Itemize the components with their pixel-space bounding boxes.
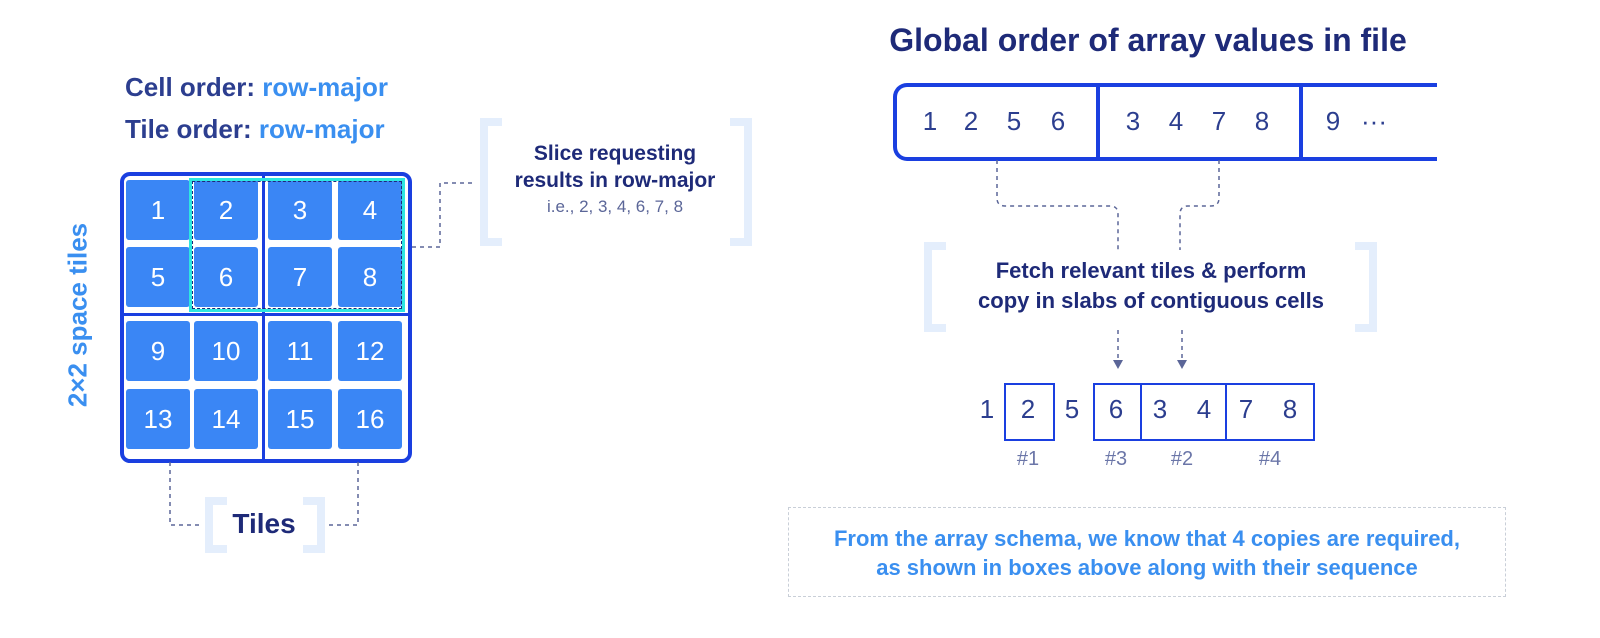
grid-cell: 4 xyxy=(338,180,402,240)
copy-value: 2 xyxy=(1020,394,1036,424)
fetch-note: Fetch relevant tiles & perform copy in s… xyxy=(940,256,1362,316)
copy-value: 1 xyxy=(979,394,995,424)
fetch-note-line2: copy in slabs of contiguous cells xyxy=(978,288,1324,313)
grid-cell: 7 xyxy=(268,247,332,307)
copy-sequence-label: #3 xyxy=(1104,448,1128,470)
fetch-bracket-right xyxy=(1355,242,1377,332)
stream-value: 9 xyxy=(1325,106,1341,136)
grid-cell: 14 xyxy=(194,389,258,449)
stream-connector-right xyxy=(1179,160,1220,250)
grid-cell: 16 xyxy=(338,389,402,449)
tiles-bracket-right xyxy=(303,497,325,553)
stream-divider-1 xyxy=(1096,87,1100,157)
copy-value: 7 xyxy=(1238,394,1254,424)
footer-note-line1: From the array schema, we know that 4 co… xyxy=(833,526,1460,551)
grid-cell: 2 xyxy=(194,180,258,240)
tile-order-label: Tile order: xyxy=(125,114,252,144)
grid-cell: 3 xyxy=(268,180,332,240)
stream-value: 7 xyxy=(1211,106,1227,136)
grid-cell: 10 xyxy=(194,321,258,381)
copy-sequence-label: #1 xyxy=(1016,448,1040,470)
stream-value: ··· xyxy=(1361,106,1387,136)
slice-note-line2: results in row-major xyxy=(514,169,716,192)
tile-order-value: row-major xyxy=(258,114,385,144)
slice-highlight-inner xyxy=(192,181,402,309)
grid-cell: 9 xyxy=(126,321,190,381)
stream-connector-left xyxy=(996,160,1119,250)
stream-value: 1 xyxy=(922,106,938,136)
copy-value: 6 xyxy=(1108,394,1124,424)
grid-cell: 6 xyxy=(194,247,258,307)
fetch-note-line1: Fetch relevant tiles & perform xyxy=(995,258,1307,283)
tiles-bracket-left xyxy=(205,497,227,553)
grid-cell: 1 xyxy=(126,180,190,240)
stream-value: 4 xyxy=(1168,106,1184,136)
tiles-connector-right xyxy=(327,462,359,526)
space-tiles-label: 2×2 space tiles xyxy=(62,222,93,408)
grid-cell: 13 xyxy=(126,389,190,449)
footer-note-box xyxy=(788,507,1506,597)
copy-sequence-label: #4 xyxy=(1258,448,1282,470)
grid-cell: 5 xyxy=(126,247,190,307)
copy-box-4 xyxy=(1225,383,1315,441)
cell-order-label: Cell order: xyxy=(125,72,256,102)
copy-value: 4 xyxy=(1196,394,1212,424)
tile-divider-horizontal xyxy=(124,313,408,316)
slice-note-line1: Slice requesting xyxy=(533,142,697,165)
stream-value: 2 xyxy=(963,106,979,136)
footer-note: From the array schema, we know that 4 co… xyxy=(788,524,1506,582)
file-stream xyxy=(893,83,1437,161)
stream-value: 6 xyxy=(1050,106,1066,136)
stream-divider-2 xyxy=(1299,87,1303,157)
stream-value: 3 xyxy=(1125,106,1141,136)
slice-highlight xyxy=(189,178,405,312)
copy-arrow-left-head xyxy=(1113,360,1123,369)
grid-cell: 15 xyxy=(268,389,332,449)
stream-value: 5 xyxy=(1006,106,1022,136)
slice-bracket-left xyxy=(480,118,502,246)
slice-connector xyxy=(412,182,472,248)
grid-cell: 11 xyxy=(268,321,332,381)
tiles-label: Tiles xyxy=(232,508,296,539)
copy-value: 8 xyxy=(1282,394,1298,424)
fetch-bracket-left xyxy=(924,242,946,332)
copy-box-1 xyxy=(1004,383,1055,441)
array-grid xyxy=(120,172,412,463)
diagram-title: Global order of array values in file xyxy=(889,22,1407,58)
copy-value: 5 xyxy=(1064,394,1080,424)
cell-order-value: row-major xyxy=(262,72,388,102)
stream-value: 8 xyxy=(1254,106,1270,136)
grid-cell: 12 xyxy=(338,321,402,381)
footer-note-line2: as shown in boxes above along with their… xyxy=(876,555,1418,580)
slice-note: Slice requesting results in row-major i.… xyxy=(495,140,735,220)
slice-bracket-right xyxy=(730,118,752,246)
tile-order-line: Tile order: row-major xyxy=(125,114,385,145)
grid-cell: 8 xyxy=(338,247,402,307)
tile-divider-vertical xyxy=(262,176,265,459)
copy-box-2 xyxy=(1138,383,1227,441)
slice-note-line3: i.e., 2, 3, 4, 6, 7, 8 xyxy=(546,197,684,216)
copy-arrow-right-head xyxy=(1177,360,1187,369)
tiles-connector-left xyxy=(169,462,203,526)
copy-box-3 xyxy=(1093,383,1142,441)
copy-sequence-label: #2 xyxy=(1170,448,1194,470)
cell-order-line: Cell order: row-major xyxy=(125,72,388,103)
copy-value: 3 xyxy=(1152,394,1168,424)
